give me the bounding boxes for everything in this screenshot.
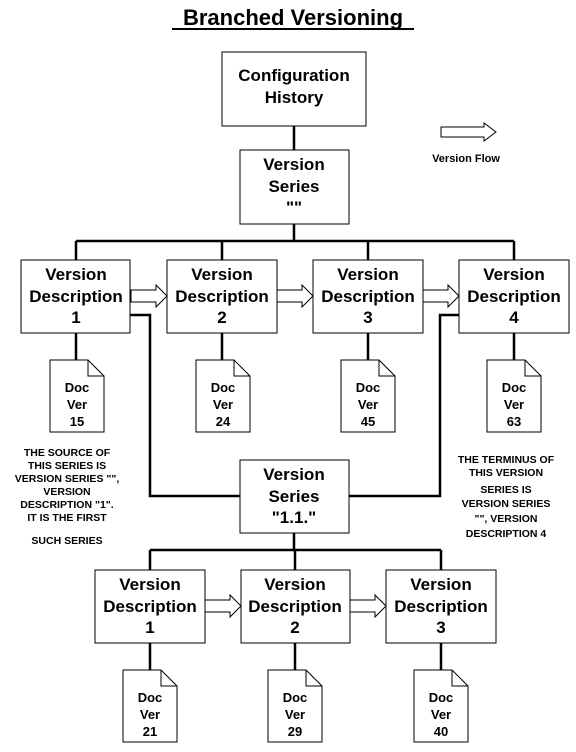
config-line2: History — [265, 88, 324, 107]
doc-label: Doc — [502, 380, 527, 395]
document-icon: Doc Ver 40 — [413, 669, 469, 743]
config-line1: Configuration — [238, 66, 349, 85]
document-icon: Doc Ver 21 — [122, 669, 178, 743]
branch-source-line — [130, 313, 240, 498]
doc-version-number: 45 — [361, 414, 375, 429]
note-line: VERSION SERIES "", — [15, 473, 120, 485]
ver-label: Ver — [285, 707, 305, 722]
note-branch-terminus: THE TERMINUS OF THIS VERSION SERIES IS V… — [458, 454, 555, 540]
diagram-title: Branched Versioning — [183, 5, 403, 30]
flow-arrow-icon — [130, 283, 168, 309]
note-line: VERSION — [43, 486, 90, 498]
description-line2: Description — [248, 597, 342, 616]
doc-version-number: 24 — [216, 414, 231, 429]
description-number: 2 — [217, 308, 226, 327]
version-description-box: Version Description 2 — [240, 569, 351, 644]
doc-version-number: 21 — [143, 724, 157, 739]
description-line2: Description — [394, 597, 488, 616]
version-description-box: Version Description 3 — [385, 569, 497, 644]
doc-version-number: 63 — [507, 414, 521, 429]
note-line: VERSION SERIES — [462, 498, 551, 510]
description-number: 2 — [290, 618, 299, 637]
document-icon: Doc Ver 15 — [49, 359, 105, 433]
document-icon: Doc Ver 45 — [340, 359, 396, 433]
doc-version-number: 40 — [434, 724, 448, 739]
flow-arrows — [130, 283, 460, 619]
description-number: 3 — [436, 618, 445, 637]
description-line1: Version — [410, 575, 471, 594]
description-line2: Description — [103, 597, 197, 616]
flow-arrow-icon — [204, 593, 242, 619]
series-top-line1: Version — [263, 155, 324, 174]
note-line: THIS VERSION — [469, 467, 543, 479]
doc-label: Doc — [211, 380, 236, 395]
doc-label: Doc — [283, 690, 308, 705]
note-line: DESCRIPTION "1". — [20, 499, 113, 511]
description-line1: Version — [337, 265, 398, 284]
ver-label: Ver — [358, 397, 378, 412]
note-line: SUCH SERIES — [31, 535, 102, 547]
version-description-box: Version Description 4 — [458, 259, 570, 334]
flow-arrow-icon — [349, 593, 387, 619]
version-flow-arrow-icon — [440, 122, 497, 142]
doc-label: Doc — [65, 380, 90, 395]
series-top-line3: "" — [286, 198, 302, 217]
note-line: THE SOURCE OF — [24, 447, 111, 459]
version-description-box: Version Description 2 — [166, 259, 278, 334]
version-series-top-box: Version Series "" — [239, 149, 350, 225]
ver-label: Ver — [67, 397, 87, 412]
note-line: DESCRIPTION 4 — [466, 528, 547, 540]
document-icon: Doc Ver 63 — [486, 359, 542, 433]
description-line2: Description — [175, 287, 269, 306]
legend: Version Flow — [432, 122, 500, 165]
doc-label: Doc — [429, 690, 454, 705]
description-number: 3 — [363, 308, 372, 327]
note-branch-source: THE SOURCE OF THIS SERIES IS VERSION SER… — [15, 447, 120, 547]
description-line1: Version — [483, 265, 544, 284]
ver-label: Ver — [213, 397, 233, 412]
doc-label: Doc — [138, 690, 163, 705]
legend-label: Version Flow — [432, 153, 500, 165]
ver-label: Ver — [140, 707, 160, 722]
branch-terminus-line — [349, 313, 459, 498]
series-branch-line3: "1.1." — [272, 508, 316, 527]
note-line: THE TERMINUS OF — [458, 454, 555, 466]
description-line2: Description — [467, 287, 561, 306]
series-top-line2: Series — [268, 177, 319, 196]
note-line: IT IS THE FIRST — [27, 512, 107, 524]
series-branch-line2: Series — [268, 487, 319, 506]
description-line1: Version — [119, 575, 180, 594]
description-number: 1 — [145, 618, 154, 637]
note-line: THIS SERIES IS — [28, 460, 106, 472]
connectors — [74, 126, 516, 670]
description-line1: Version — [264, 575, 325, 594]
version-description-box: Version Description 1 — [94, 569, 206, 644]
configuration-history-box: Configuration History — [221, 51, 367, 127]
ver-label: Ver — [431, 707, 451, 722]
ver-label: Ver — [504, 397, 524, 412]
flow-arrow-icon — [276, 283, 314, 309]
description-line2: Description — [321, 287, 415, 306]
description-number: 4 — [509, 308, 519, 327]
description-line2: Description — [29, 287, 123, 306]
description-line1: Version — [45, 265, 106, 284]
document-icon: Doc Ver 29 — [267, 669, 323, 743]
doc-version-number: 15 — [70, 414, 84, 429]
note-line: "", VERSION — [474, 513, 537, 525]
description-number: 1 — [71, 308, 80, 327]
version-description-box: Version Description 3 — [312, 259, 424, 334]
version-description-box: Version Description 1 — [20, 259, 131, 334]
document-icon: Doc Ver 24 — [195, 359, 251, 433]
series-branch-line1: Version — [263, 465, 324, 484]
flow-arrow-icon — [422, 283, 460, 309]
version-series-branch-box: Version Series "1.1." — [239, 459, 350, 534]
doc-label: Doc — [356, 380, 381, 395]
doc-version-number: 29 — [288, 724, 302, 739]
note-line: SERIES IS — [480, 484, 531, 496]
description-line1: Version — [191, 265, 252, 284]
